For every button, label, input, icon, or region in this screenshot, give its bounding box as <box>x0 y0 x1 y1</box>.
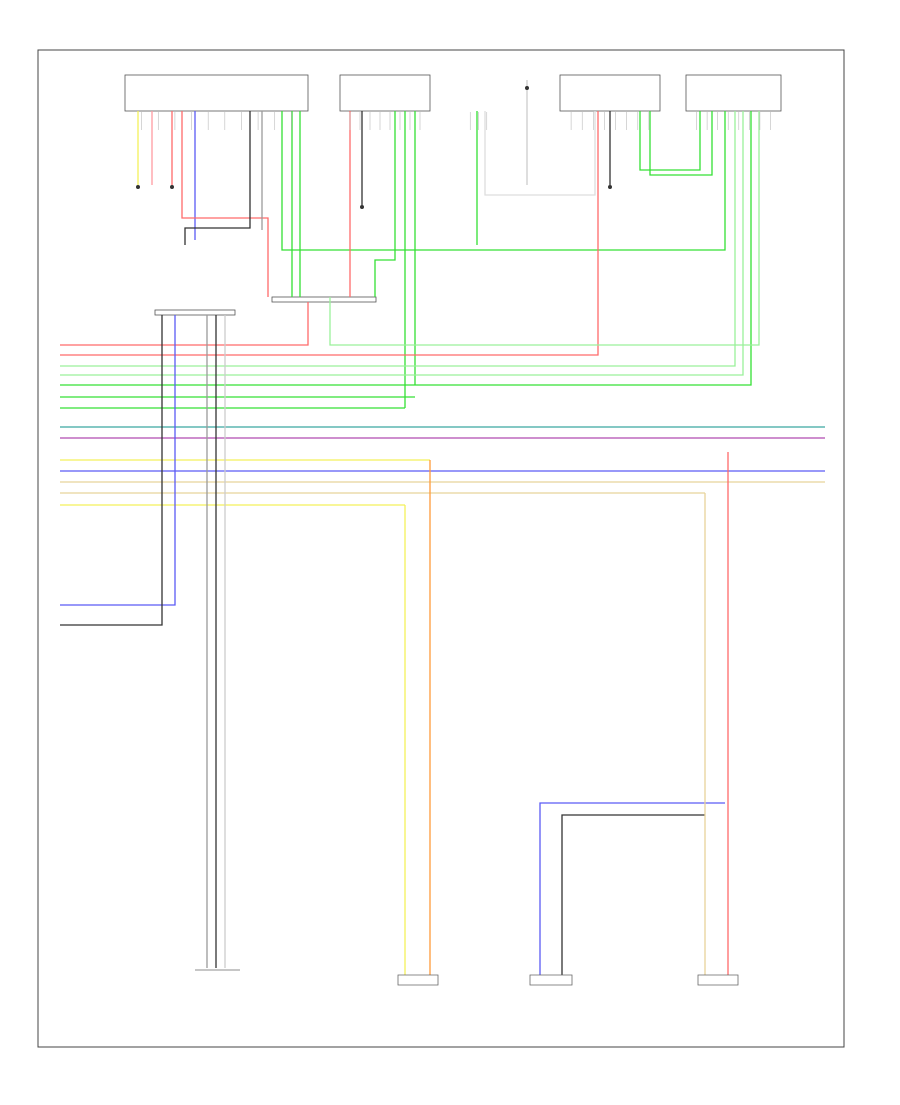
wire-blue-left <box>60 315 176 606</box>
wire-green-box3 <box>639 111 701 171</box>
wire-green-box4-c <box>60 111 752 386</box>
component-box-2 <box>339 74 431 112</box>
ground-icon <box>525 86 529 90</box>
wire-black-spk2 <box>561 814 705 975</box>
wire-blue-spk2 <box>539 802 725 975</box>
wire-green-box2-a <box>374 111 396 297</box>
wire-green-1 <box>281 111 726 251</box>
diagram-frame <box>37 49 845 1048</box>
splice-box-2 <box>154 309 236 316</box>
ground-icon <box>360 205 364 209</box>
component-box-4 <box>685 74 782 112</box>
ground-icon <box>608 185 612 189</box>
bottom-components <box>195 969 739 986</box>
speaker-icon <box>697 974 739 986</box>
component-box-1 <box>124 74 309 112</box>
ground-icons <box>136 86 612 209</box>
wire-black-left <box>60 315 163 626</box>
top-components <box>124 74 782 316</box>
ground-icon <box>136 185 140 189</box>
wire-black-loop <box>184 111 251 245</box>
wire-green-box4-a <box>60 111 736 367</box>
wires <box>60 80 825 975</box>
connector-pins <box>141 112 771 130</box>
speaker-icon <box>529 974 573 986</box>
wire-red-splice <box>60 302 309 346</box>
speaker-icon <box>397 974 439 986</box>
wire-green-box4-b <box>60 111 744 376</box>
wire-green-box3b <box>649 111 713 176</box>
component-box-3 <box>559 74 661 112</box>
wire-red-box3 <box>60 111 599 356</box>
wire-red-loop <box>181 111 269 297</box>
wire-green-box4-d <box>329 111 760 346</box>
splice-box-1 <box>271 296 377 303</box>
wire-gray-mid <box>484 111 596 196</box>
ground-icon <box>170 185 174 189</box>
